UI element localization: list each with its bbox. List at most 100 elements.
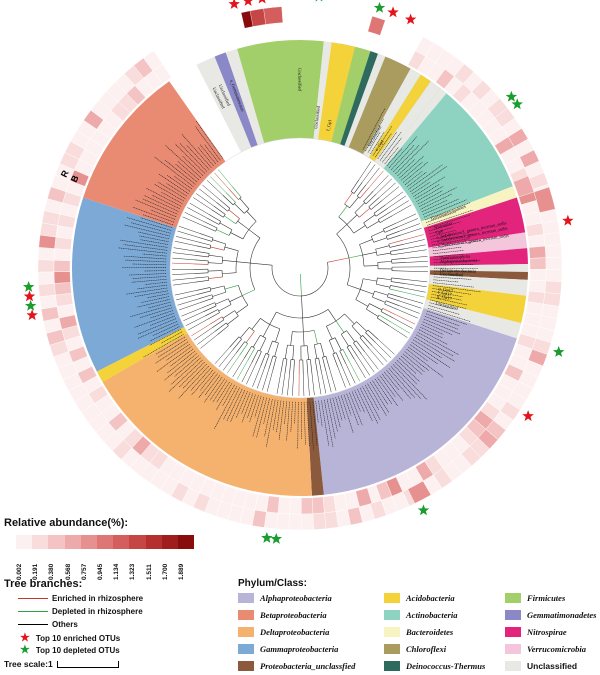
tree-leaf: [358, 161, 372, 180]
tree-branch: [236, 261, 251, 264]
depleted-otu-star-icon: [373, 1, 386, 13]
tree-branch: [384, 226, 398, 233]
heatmap-cell-rhizosphere: [543, 232, 562, 247]
tree-leaf: [361, 354, 375, 373]
clade-sector-unclassified: [196, 56, 252, 153]
tip-label-mark: [132, 206, 175, 223]
tree-branch: [360, 289, 374, 295]
enriched-otu-star-icon: [23, 290, 36, 302]
tip-label-mark: [426, 209, 473, 226]
tree-leaf: [354, 358, 366, 379]
tree-leaf: [236, 360, 249, 380]
heatmap-cell-rhizosphere: [39, 294, 58, 310]
tip-label-mark: [256, 397, 267, 438]
tree-branch: [376, 252, 391, 256]
abundance-color-swatch: [32, 535, 49, 549]
tree-branch: [208, 276, 223, 279]
tree-branch: [346, 330, 356, 343]
tip-label-mark: [252, 396, 265, 437]
tip-label-mark: [191, 369, 214, 396]
tree-leaf: [303, 373, 305, 396]
branch-legend-depleted: Depleted in rhizosphere: [18, 607, 143, 616]
tree-branch: [373, 237, 387, 243]
tree-branch: [201, 302, 215, 309]
tree-leaf: [395, 213, 417, 224]
tip-label-mark: [158, 173, 189, 194]
tip-label-mark: [425, 313, 460, 327]
tip-label-mark: [365, 118, 384, 152]
heatmap-cell-bulk: [54, 236, 73, 251]
tree-branch: [362, 335, 373, 346]
tip-label-mark: [370, 131, 385, 155]
ring-label-b: B: [69, 173, 81, 184]
depleted-otu-star-icon: [511, 98, 523, 110]
depleted-otu-star-icon: [24, 299, 37, 311]
tree-leaf: [404, 249, 427, 254]
heatmap-cell-rhizosphere: [38, 234, 57, 249]
tip-label-mark: [354, 390, 365, 413]
tree-arc: [373, 213, 377, 217]
tree-leaf: [214, 172, 230, 190]
tree-branch: [292, 345, 295, 360]
tip-label-mark: [312, 401, 318, 447]
tip-label-mark: [401, 161, 423, 181]
abundance-heatmap-ring: [37, 6, 563, 531]
tree-branch: [284, 359, 288, 373]
branches-legend-title: Tree branches:: [4, 578, 83, 590]
tree-leaf: [337, 366, 346, 388]
branch-legend-label: Enriched in rhizosphere: [52, 594, 144, 603]
tree-branch: [194, 263, 209, 265]
tree-branch: [346, 214, 358, 225]
tree-branch: [375, 245, 390, 250]
clade-sector-deinococcus-thermus: [340, 51, 378, 146]
tip-label-mark: [338, 396, 346, 420]
phylum-clade-ring: [71, 39, 528, 496]
heatmap-cell-highlight: [263, 6, 284, 25]
tree-branch: [228, 209, 240, 219]
tip-label-mark: [223, 387, 240, 420]
tip-label-mark: [433, 276, 472, 280]
tip-label-mark: [384, 146, 399, 165]
tree-leaf: [381, 186, 400, 201]
phylum-label: Deinococcus-Thermus: [406, 661, 486, 671]
tree-leaf: [210, 176, 226, 193]
tip-label-mark: [324, 399, 334, 448]
phylum-color-swatch: [238, 593, 254, 603]
tree-leaf: [174, 290, 197, 296]
phylum-legend-item: Nitrospirae: [505, 627, 567, 637]
enriched-otu-star-icon: [562, 214, 574, 226]
tip-label-mark: [411, 341, 451, 368]
tree-branch: [340, 334, 349, 347]
tree-leaf: [252, 366, 261, 387]
clade-sector-unclassified: [429, 274, 528, 296]
tip-label-mark: [421, 199, 448, 213]
tree-branch: [313, 344, 318, 359]
tip-label: g_Gp17: [437, 293, 453, 301]
tree-leaf: [365, 167, 380, 186]
tree-branch: [390, 281, 405, 284]
phylum-label: Deltaproteobacteria: [260, 627, 330, 637]
tree-branch: [335, 352, 342, 366]
tip-label-mark: [164, 159, 196, 185]
tip-label-mark: [199, 371, 216, 391]
tree-branch: [349, 344, 359, 358]
tip-label-mark: [134, 290, 169, 297]
abundance-color-swatch: [48, 535, 65, 549]
tree-branch: [353, 342, 362, 355]
tree-branch: [328, 340, 335, 354]
heatmap-cell-bulk: [529, 257, 547, 270]
depleted-otu-star-icon: [270, 532, 282, 544]
tip-label-mark: [168, 359, 203, 392]
tip-label-mark: [431, 238, 470, 246]
tip-label-mark: [335, 397, 343, 421]
tree-leaf: [202, 184, 220, 200]
tree-branch: [239, 343, 248, 356]
tree-branch: [377, 277, 392, 281]
phylum-legend-item: Unclassified: [505, 661, 577, 671]
tree-leaf: [174, 240, 197, 247]
abundance-tick-label: 0.002: [16, 563, 23, 580]
tip-label-mark: [427, 307, 471, 322]
tip-label-mark: [212, 380, 228, 403]
tip-label-mark: [177, 161, 200, 181]
